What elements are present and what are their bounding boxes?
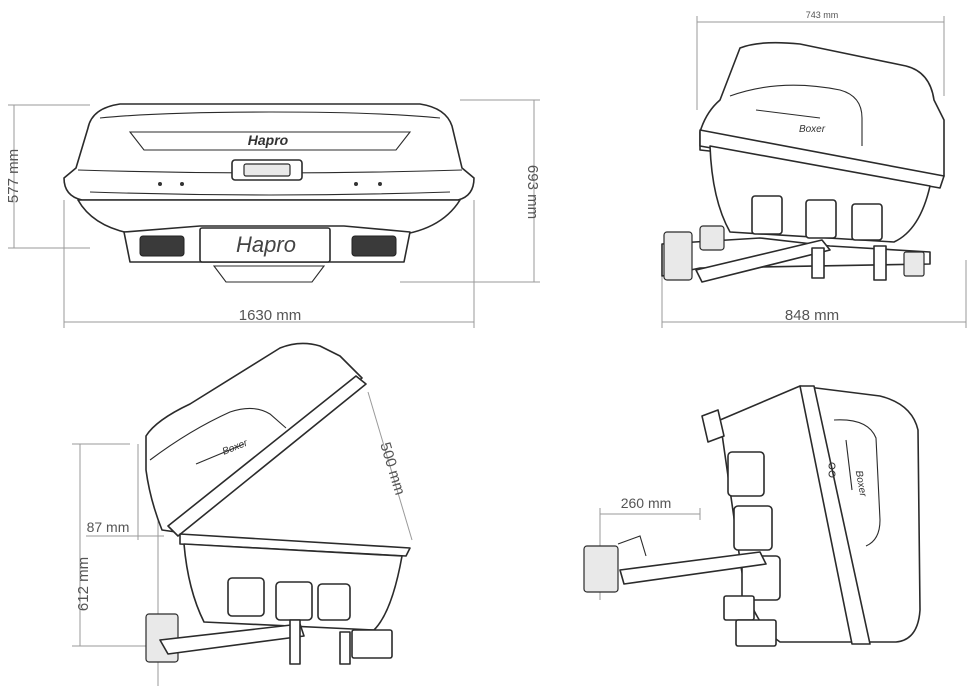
dimension-260mm: 260 mm (621, 495, 672, 511)
lid-open-view (72, 342, 413, 686)
dimension-848mm: 848 mm (785, 307, 839, 324)
brand-label-lid: Hapro (248, 132, 289, 148)
dimension-577mm: 577 mm (5, 149, 22, 203)
dimension-612mm: 612 mm (75, 557, 92, 611)
front-view (8, 99, 540, 328)
brand-label-carrier: Hapro (236, 232, 296, 257)
dimension-1630mm: 1630 mm (239, 307, 302, 324)
dimension-500mm: 500 mm (376, 440, 408, 497)
dimension-743mm: 743 mm (806, 10, 839, 20)
dimension-87mm: 87 mm (87, 519, 130, 535)
tilted-view (583, 385, 921, 647)
model-label-tilted: Boxer (853, 470, 868, 498)
dimension-693mm: 693 mm (524, 165, 541, 219)
side-view (661, 16, 967, 328)
model-label-side: Boxer (799, 124, 826, 135)
